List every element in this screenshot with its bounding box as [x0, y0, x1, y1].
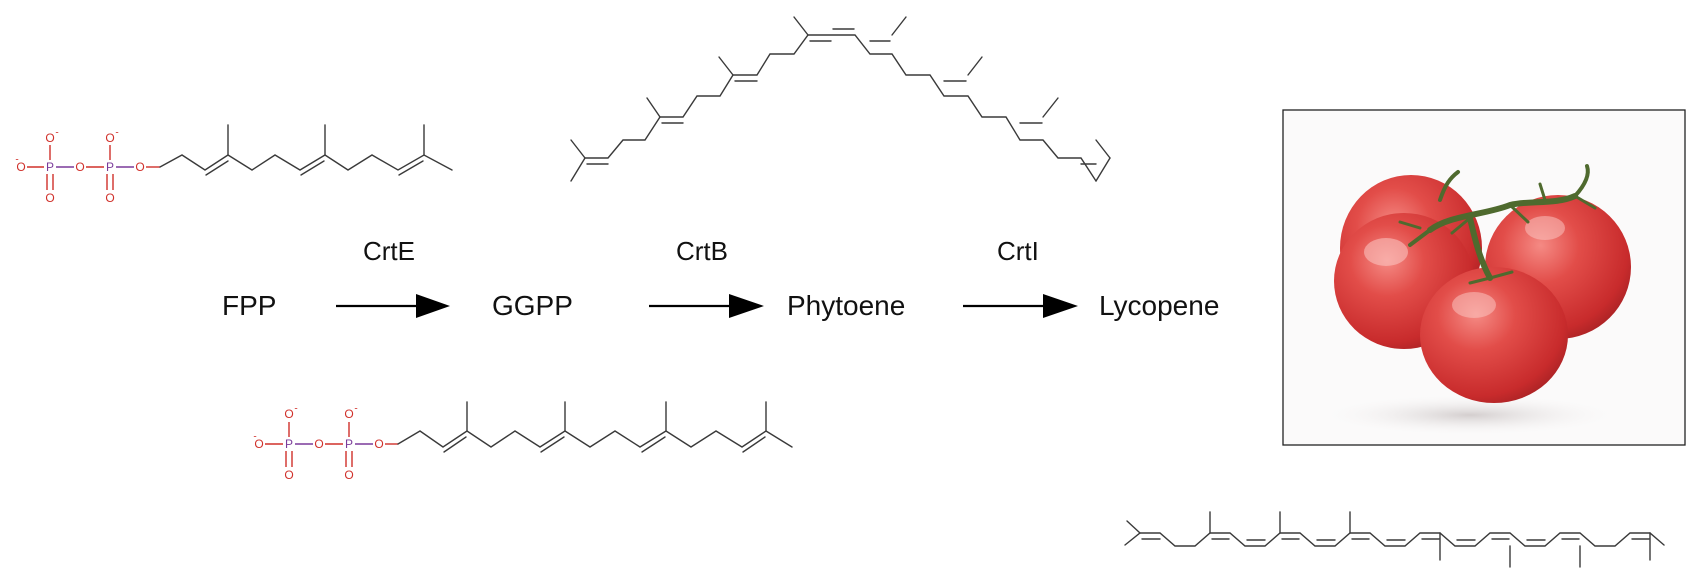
svg-text:-: - [15, 155, 18, 166]
reaction-arrow-crte [336, 294, 450, 318]
phytoene-structure [570, 16, 1111, 182]
svg-text:P: P [106, 160, 114, 174]
fpp-structure: O - P O P O O - O O - O [15, 124, 453, 205]
ggpp-label: GGPP [492, 290, 573, 321]
lycopene-structure [1124, 511, 1665, 568]
ggpp-diphosphate-group: O - P O P O O - O O - O [253, 404, 398, 482]
svg-text:O: O [45, 131, 54, 145]
tomato-vine [1398, 164, 1597, 285]
svg-text:O: O [374, 437, 383, 451]
svg-text:O: O [284, 407, 293, 421]
svg-text:O: O [284, 468, 293, 482]
reaction-arrow-crtb [649, 294, 764, 318]
svg-text:O: O [344, 468, 353, 482]
fpp-diphosphate-group: O - P O P O O - O O - O [15, 128, 160, 205]
svg-text:O: O [344, 407, 353, 421]
lycopene-label: Lycopene [1099, 290, 1219, 321]
phytoene-label: Phytoene [787, 290, 905, 321]
svg-text:O: O [314, 437, 323, 451]
svg-text:O: O [105, 131, 114, 145]
crti-label: CrtI [997, 236, 1039, 266]
svg-text:O: O [254, 437, 263, 451]
fpp-label: FPP [222, 290, 276, 321]
svg-text:P: P [46, 160, 54, 174]
svg-text:-: - [115, 128, 118, 139]
svg-text:P: P [285, 437, 293, 451]
svg-text:P: P [345, 437, 353, 451]
tomato-front [1420, 267, 1568, 403]
svg-text:O: O [16, 160, 25, 174]
svg-text:-: - [294, 404, 297, 415]
svg-text:O: O [105, 191, 114, 205]
svg-text:-: - [253, 432, 256, 443]
svg-text:-: - [55, 128, 58, 139]
svg-text:-: - [354, 404, 357, 415]
tomato-photo [1282, 109, 1686, 446]
crte-label: CrtE [363, 236, 415, 266]
reaction-arrow-crti [963, 294, 1078, 318]
svg-text:O: O [135, 160, 144, 174]
crtb-label: CrtB [676, 236, 728, 266]
svg-text:O: O [45, 191, 54, 205]
svg-text:O: O [75, 160, 84, 174]
ggpp-structure: O - P O P O O - O O - O [253, 401, 793, 482]
